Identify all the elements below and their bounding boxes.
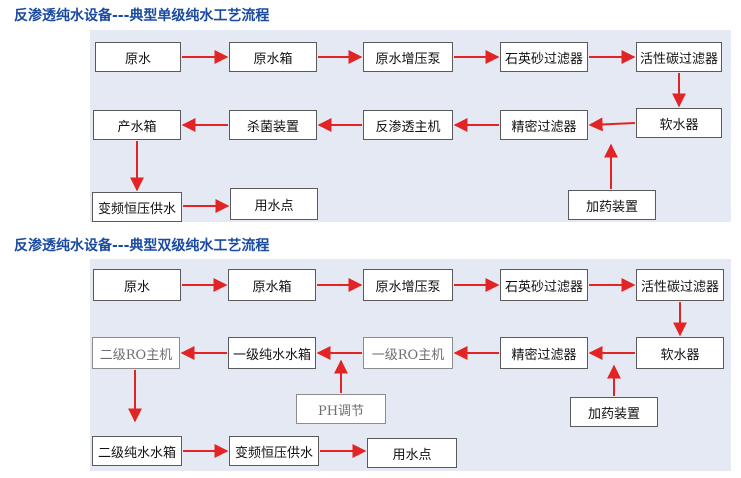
node-quartz-sand-filter: 石英砂过滤器 <box>500 42 588 72</box>
node-activated-carbon-filter: 活性碳过滤器 <box>636 42 722 72</box>
node-use-point: 用水点 <box>230 188 318 220</box>
single-stage-title: 反渗透纯水设备---典型单级纯水工艺流程 <box>14 8 270 24</box>
node2-stage1-tank: 一级纯水水箱 <box>228 337 316 369</box>
node2-precision-filter: 精密过滤器 <box>500 337 588 369</box>
arrow-s1-6 <box>588 117 636 132</box>
node2-dosing-device: 加药装置 <box>570 397 658 427</box>
node-dosing-device: 加药装置 <box>568 190 656 220</box>
node-vfd-supply: 变频恒压供水 <box>92 192 182 222</box>
node2-stage2-tank: 二级纯水水箱 <box>92 436 182 466</box>
node2-ro-stage2: 二级RO主机 <box>92 337 180 369</box>
node2-raw-water-tank: 原水箱 <box>228 269 316 301</box>
node-softener: 软水器 <box>636 108 722 138</box>
node-product-water-tank: 产水箱 <box>93 110 181 140</box>
node2-use-point: 用水点 <box>367 438 457 468</box>
node2-quartz-sand-filter: 石英砂过滤器 <box>500 269 588 301</box>
node2-vfd-supply: 变频恒压供水 <box>229 436 319 466</box>
node-sterilizer: 杀菌装置 <box>229 110 317 140</box>
node-booster-pump: 原水增压泵 <box>363 42 453 72</box>
node-ro-main-unit: 反渗透主机 <box>363 110 453 140</box>
node2-activated-carbon-filter: 活性碳过滤器 <box>636 269 724 301</box>
node2-softener: 软水器 <box>636 337 724 369</box>
node2-raw-water: 原水 <box>93 269 181 301</box>
node-raw-water-tank: 原水箱 <box>229 42 317 72</box>
node2-booster-pump: 原水增压泵 <box>363 269 453 301</box>
node2-ph-adjust: PH调节 <box>296 394 386 424</box>
node-raw-water: 原水 <box>95 42 181 72</box>
double-stage-title: 反渗透纯水设备---典型双级纯水工艺流程 <box>14 238 270 254</box>
node2-ro-stage1: 一级RO主机 <box>363 337 453 369</box>
node-precision-filter: 精密过滤器 <box>500 110 588 140</box>
